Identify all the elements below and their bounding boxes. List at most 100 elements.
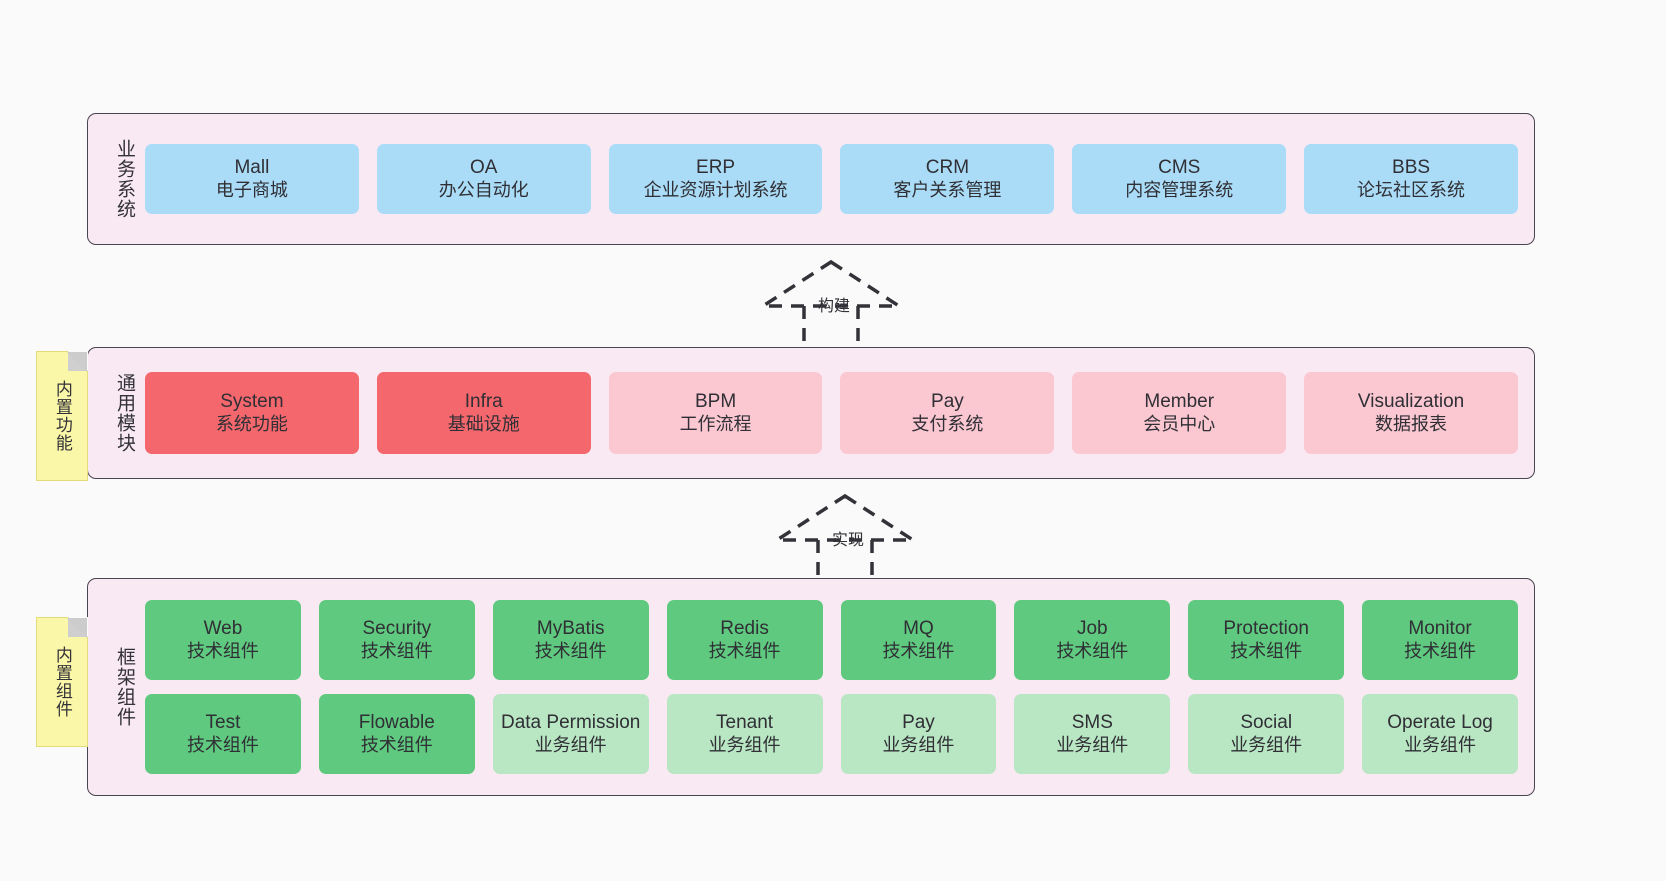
- node-title: Member: [1144, 391, 1215, 413]
- node-cms[interactable]: CMS 内容管理系统: [1072, 144, 1287, 214]
- node-title: Security: [362, 618, 432, 640]
- arrow-label-implement: 实现: [832, 532, 865, 549]
- node-subtitle: 数据报表: [1375, 413, 1448, 434]
- node-social[interactable]: Social 业务组件: [1188, 694, 1345, 774]
- node-subtitle: 客户关系管理: [893, 179, 1002, 200]
- node-mall[interactable]: Mall 电子商城: [145, 144, 359, 214]
- node-flowable[interactable]: Flowable 技术组件: [318, 694, 475, 774]
- node-job[interactable]: Job 技术组件: [1014, 600, 1171, 680]
- sticky-note-text: 内置功能: [52, 380, 72, 452]
- node-title: Mall: [234, 157, 270, 179]
- node-bpm[interactable]: BPM 工作流程: [608, 372, 823, 454]
- sticky-note-builtin-component: 内置组件: [36, 617, 88, 747]
- node-test[interactable]: Test 技术组件: [145, 694, 301, 774]
- node-title: BBS: [1392, 157, 1431, 179]
- node-subtitle: 业务组件: [534, 734, 607, 755]
- layer-common-module: 通用模块 System 系统功能 Infra 基础设施 BPM 工作流程 Pay…: [87, 347, 1535, 479]
- node-subtitle: 企业资源计划系统: [643, 179, 788, 200]
- node-title: Infra: [464, 391, 503, 413]
- node-subtitle: 工作流程: [679, 413, 752, 434]
- layer-title-business-system: 业务系统: [114, 139, 135, 219]
- node-subtitle: 基础设施: [447, 413, 520, 434]
- node-subtitle: 技术组件: [186, 640, 259, 661]
- generalization-arrow-implement: 实现: [770, 492, 920, 586]
- node-subtitle: 支付系统: [911, 413, 984, 434]
- node-subtitle: 技术组件: [534, 640, 607, 661]
- generalization-arrow-build: 构建: [756, 258, 906, 352]
- layer-title-framework-component: 框架组件: [114, 647, 135, 727]
- node-subtitle: 技术组件: [1230, 640, 1303, 661]
- node-subtitle: 技术组件: [360, 734, 433, 755]
- arrow-label-build: 构建: [818, 298, 851, 315]
- node-subtitle: 业务组件: [882, 734, 955, 755]
- node-mybatis[interactable]: MyBatis 技术组件: [492, 600, 649, 680]
- node-bbs[interactable]: BBS 论坛社区系统: [1304, 144, 1518, 214]
- node-subtitle: 内容管理系统: [1125, 179, 1234, 200]
- node-member[interactable]: Member 会员中心: [1072, 372, 1287, 454]
- node-subtitle: 技术组件: [708, 640, 781, 661]
- node-title: Pay: [902, 712, 935, 734]
- node-row: Test 技术组件 Flowable 技术组件 Data Permission …: [145, 694, 1518, 774]
- node-subtitle: 业务组件: [1230, 734, 1303, 755]
- node-subtitle: 业务组件: [1056, 734, 1129, 755]
- node-infra[interactable]: Infra 基础设施: [376, 372, 591, 454]
- node-subtitle: 技术组件: [360, 640, 433, 661]
- sticky-note-text: 内置组件: [52, 646, 72, 718]
- node-title: System: [220, 391, 284, 413]
- node-row: Web 技术组件 Security 技术组件 MyBatis 技术组件 Redi…: [145, 600, 1518, 680]
- node-redis[interactable]: Redis 技术组件: [666, 600, 823, 680]
- node-subtitle: 业务组件: [1404, 734, 1477, 755]
- node-web[interactable]: Web 技术组件: [145, 600, 301, 680]
- node-crm[interactable]: CRM 客户关系管理: [840, 144, 1055, 214]
- node-monitor[interactable]: Monitor 技术组件: [1362, 600, 1518, 680]
- node-title: Web: [203, 618, 243, 640]
- node-system[interactable]: System 系统功能: [145, 372, 359, 454]
- node-title: CMS: [1158, 157, 1201, 179]
- node-title: Operate Log: [1387, 712, 1493, 734]
- node-pay-component[interactable]: Pay 业务组件: [840, 694, 997, 774]
- node-title: Test: [205, 712, 241, 734]
- node-mq[interactable]: MQ 技术组件: [840, 600, 997, 680]
- node-subtitle: 技术组件: [186, 734, 259, 755]
- node-title: Social: [1240, 712, 1293, 734]
- node-security[interactable]: Security 技术组件: [318, 600, 475, 680]
- arrow-head-triangle: [771, 493, 919, 542]
- node-visualization[interactable]: Visualization 数据报表: [1304, 372, 1518, 454]
- node-title: OA: [470, 157, 498, 179]
- node-pay[interactable]: Pay 支付系统: [840, 372, 1055, 454]
- layer-business-system: 业务系统 Mall 电子商城 OA 办公自动化 ERP 企业资源计划系统 CRM…: [87, 113, 1535, 245]
- node-operate-log[interactable]: Operate Log 业务组件: [1362, 694, 1518, 774]
- node-subtitle: 技术组件: [1404, 640, 1477, 661]
- node-title: Visualization: [1357, 391, 1465, 413]
- node-data-permission[interactable]: Data Permission 业务组件: [492, 694, 649, 774]
- node-title: Flowable: [358, 712, 435, 734]
- node-protection[interactable]: Protection 技术组件: [1188, 600, 1345, 680]
- node-row: Mall 电子商城 OA 办公自动化 ERP 企业资源计划系统 CRM 客户关系…: [145, 144, 1518, 214]
- node-oa[interactable]: OA 办公自动化: [376, 144, 591, 214]
- node-subtitle: 业务组件: [708, 734, 781, 755]
- node-title: MyBatis: [536, 618, 605, 640]
- node-subtitle: 技术组件: [1056, 640, 1129, 661]
- node-title: ERP: [696, 157, 736, 179]
- layer-business-nodes: Mall 电子商城 OA 办公自动化 ERP 企业资源计划系统 CRM 客户关系…: [135, 114, 1534, 244]
- node-title: Tenant: [716, 712, 774, 734]
- layer-framework-component: 框架组件 Web 技术组件 Security 技术组件 MyBatis 技术组件…: [87, 578, 1535, 796]
- node-subtitle: 技术组件: [882, 640, 955, 661]
- node-tenant[interactable]: Tenant 业务组件: [666, 694, 823, 774]
- layer-framework-nodes: Web 技术组件 Security 技术组件 MyBatis 技术组件 Redi…: [135, 579, 1534, 795]
- node-subtitle: 办公自动化: [438, 179, 529, 200]
- node-erp[interactable]: ERP 企业资源计划系统: [608, 144, 823, 214]
- node-subtitle: 会员中心: [1143, 413, 1216, 434]
- layer-title-common-module: 通用模块: [114, 373, 135, 453]
- node-title: SMS: [1071, 712, 1113, 734]
- node-title: MQ: [903, 618, 934, 640]
- arrow-head-triangle: [757, 259, 905, 308]
- node-sms[interactable]: SMS 业务组件: [1014, 694, 1171, 774]
- node-subtitle: 电子商城: [215, 179, 288, 200]
- node-title: CRM: [925, 157, 970, 179]
- node-subtitle: 论坛社区系统: [1357, 179, 1466, 200]
- node-title: Data Permission: [500, 712, 641, 734]
- node-title: Monitor: [1408, 618, 1472, 640]
- sticky-note-builtin-function: 内置功能: [36, 351, 88, 481]
